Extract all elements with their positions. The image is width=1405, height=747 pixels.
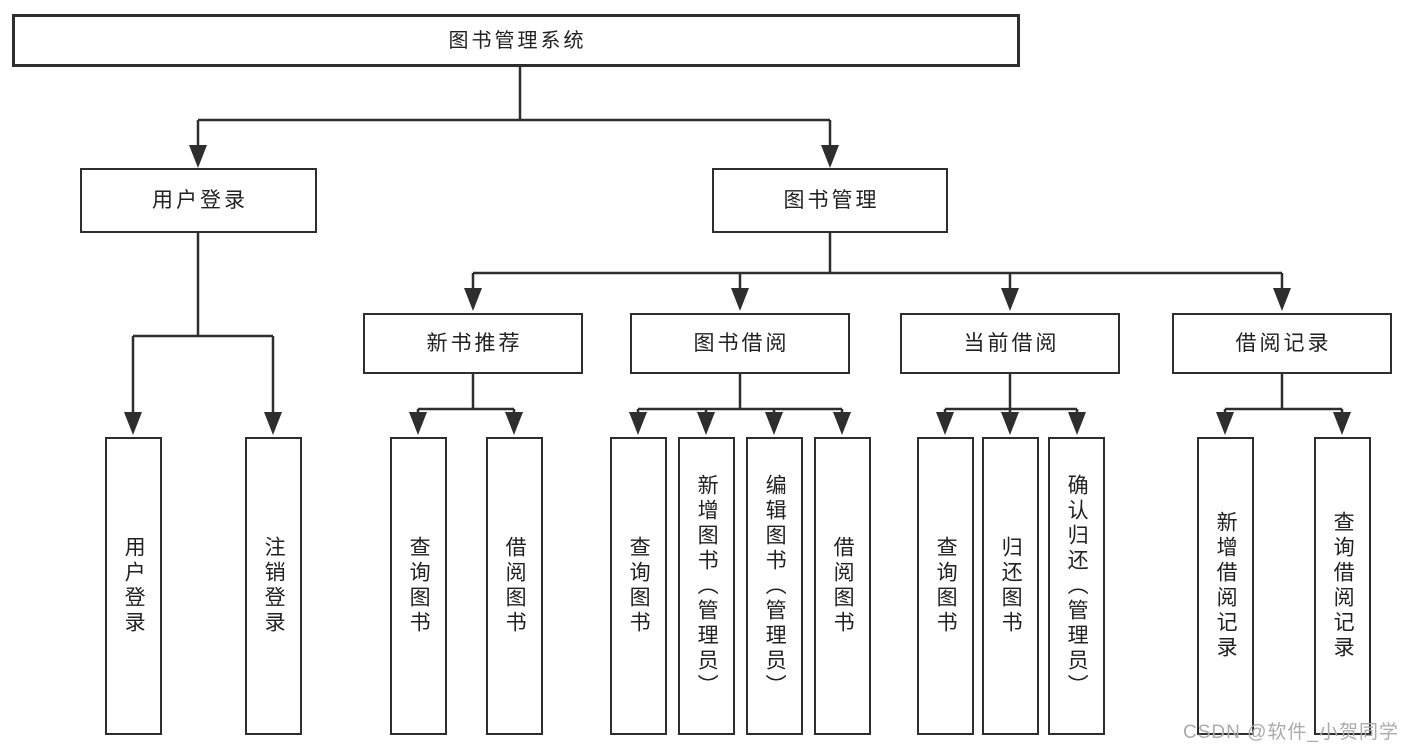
leaf-borrow-books: 借阅图书	[814, 437, 871, 735]
node-book-borrow: 图书借阅	[630, 313, 850, 374]
node-book-borrow-label: 图书借阅	[693, 331, 790, 355]
node-book-mgmt-label: 图书管理	[783, 188, 880, 212]
leaf-current-query-books: 查询图书	[917, 437, 974, 735]
leaf-confirm-return-admin: 确认归还（管理员）	[1048, 437, 1105, 735]
leaf-borrow-query-books-label: 查询图书	[627, 536, 651, 636]
leaf-query-borrow-record: 查询借阅记录	[1314, 437, 1371, 735]
leaf-rec-query-books-label: 查询图书	[407, 536, 431, 636]
node-book-mgmt: 图书管理	[712, 168, 948, 233]
node-borrow-records-label: 借阅记录	[1235, 331, 1332, 355]
node-user-login: 用户登录	[80, 168, 317, 233]
leaf-edit-books-admin-label: 编辑图书（管理员）	[763, 473, 787, 699]
node-borrow-records: 借阅记录	[1172, 313, 1392, 374]
leaf-user-login: 用户登录	[105, 437, 162, 735]
leaf-edit-books-admin: 编辑图书（管理员）	[746, 437, 803, 735]
leaf-add-borrow-record-label: 新增借阅记录	[1214, 511, 1238, 661]
node-root-label: 图书管理系统	[448, 29, 587, 52]
leaf-rec-query-books: 查询图书	[390, 437, 447, 735]
leaf-confirm-return-admin-label: 确认归还（管理员）	[1065, 473, 1089, 699]
node-current-borrow-label: 当前借阅	[963, 331, 1060, 355]
leaf-add-books-admin: 新增图书（管理员）	[678, 437, 735, 735]
leaf-return-books-label: 归还图书	[999, 536, 1023, 636]
leaf-user-login-label: 用户登录	[122, 536, 146, 636]
leaf-borrow-query-books: 查询图书	[610, 437, 667, 735]
leaf-current-query-books-label: 查询图书	[934, 536, 958, 636]
node-root: 图书管理系统	[12, 14, 1020, 67]
leaf-query-borrow-record-label: 查询借阅记录	[1331, 511, 1355, 661]
leaf-return-books: 归还图书	[982, 437, 1039, 735]
leaf-logout-label: 注销登录	[262, 536, 286, 636]
leaf-rec-borrow-books: 借阅图书	[486, 437, 543, 735]
leaf-rec-borrow-books-label: 借阅图书	[503, 536, 527, 636]
leaf-logout: 注销登录	[245, 437, 302, 735]
leaf-add-books-admin-label: 新增图书（管理员）	[695, 473, 719, 699]
leaf-borrow-books-label: 借阅图书	[831, 536, 855, 636]
node-new-book-rec-label: 新书推荐	[426, 331, 523, 355]
node-new-book-rec: 新书推荐	[363, 313, 583, 374]
node-current-borrow: 当前借阅	[900, 313, 1120, 374]
node-user-login-label: 用户登录	[152, 188, 248, 212]
leaf-add-borrow-record: 新增借阅记录	[1197, 437, 1254, 735]
